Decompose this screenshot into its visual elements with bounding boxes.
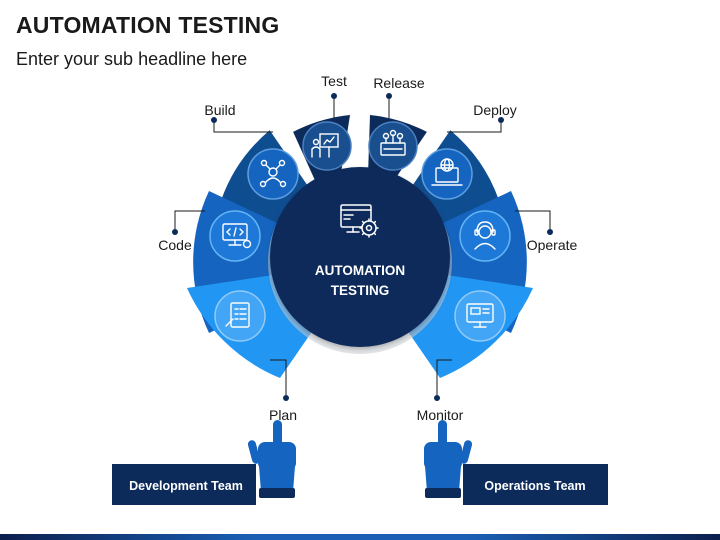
pointing-hand-icon: [247, 420, 296, 498]
label-release: Release: [373, 75, 425, 91]
center-title-line1: AUTOMATION: [315, 263, 405, 278]
icon-circle-test: [302, 121, 352, 171]
bottom-accent-bar: [0, 534, 720, 540]
checklist-icon: [225, 302, 250, 328]
headset-icon: [474, 221, 496, 250]
operations-team-bar: [463, 464, 608, 505]
label-deploy: Deploy: [473, 102, 517, 118]
icon-circle-deploy: [421, 148, 473, 200]
laptop-globe-icon: [431, 158, 463, 186]
development-team-label: Development Team: [129, 479, 243, 493]
monitor-chart-icon: [466, 303, 494, 328]
icon-circle-plan: [214, 290, 266, 342]
page-title: AUTOMATION TESTING: [16, 12, 280, 38]
pointing-hand-icon: [424, 420, 473, 498]
icon-circle-operate: [459, 210, 511, 262]
gear-monitor-icon: [340, 204, 379, 238]
icon-circle-code: [209, 210, 261, 262]
label-build: Build: [204, 102, 235, 118]
icon-circle-release: [368, 121, 418, 171]
icon-circle-build: [247, 148, 299, 200]
center-circle: [270, 167, 450, 347]
label-operate: Operate: [527, 237, 578, 253]
network-person-icon: [259, 159, 287, 188]
label-monitor: Monitor: [417, 407, 464, 423]
icon-circle-monitor: [454, 290, 506, 342]
label-test: Test: [321, 73, 347, 89]
presenter-icon: [311, 133, 339, 158]
center-title-line2: TESTING: [331, 283, 390, 298]
page-subtitle: Enter your sub headline here: [16, 49, 248, 69]
operations-team-label: Operations Team: [484, 479, 585, 493]
label-plan: Plan: [269, 407, 297, 423]
code-monitor-icon: [222, 223, 252, 249]
development-team-bar: [112, 464, 256, 505]
label-code: Code: [158, 237, 192, 253]
presentation-board-icon: [380, 129, 406, 156]
